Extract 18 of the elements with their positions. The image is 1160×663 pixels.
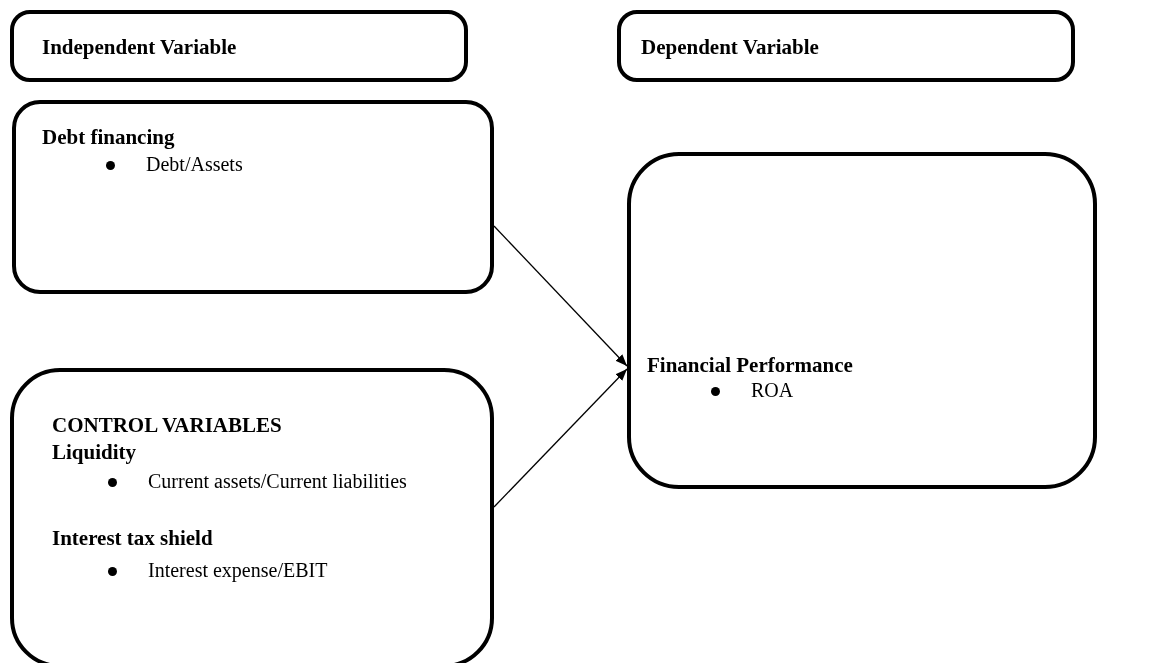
arrow xyxy=(493,225,628,367)
heading-text: CONTROL VARIABLES xyxy=(52,412,283,439)
arrow xyxy=(493,368,628,508)
bullet-text: ROA xyxy=(751,378,795,403)
rounded-box xyxy=(10,368,494,663)
heading-text: Financial Performance xyxy=(647,352,854,379)
heading-text: Debt financing xyxy=(42,124,176,151)
bullet-text: Debt/Assets xyxy=(146,152,244,177)
rounded-box xyxy=(627,152,1097,489)
bullet-text: Interest expense/EBIT xyxy=(148,558,329,583)
rounded-box xyxy=(617,10,1075,82)
bullet-text: Current assets/Current liabilities xyxy=(148,469,408,494)
rounded-box xyxy=(10,10,468,82)
heading-text: Dependent Variable xyxy=(641,34,820,61)
rounded-box xyxy=(12,100,494,294)
heading-text: Interest tax shield xyxy=(52,525,214,552)
heading-text: Independent Variable xyxy=(42,34,238,61)
heading-text: Liquidity xyxy=(52,439,138,466)
